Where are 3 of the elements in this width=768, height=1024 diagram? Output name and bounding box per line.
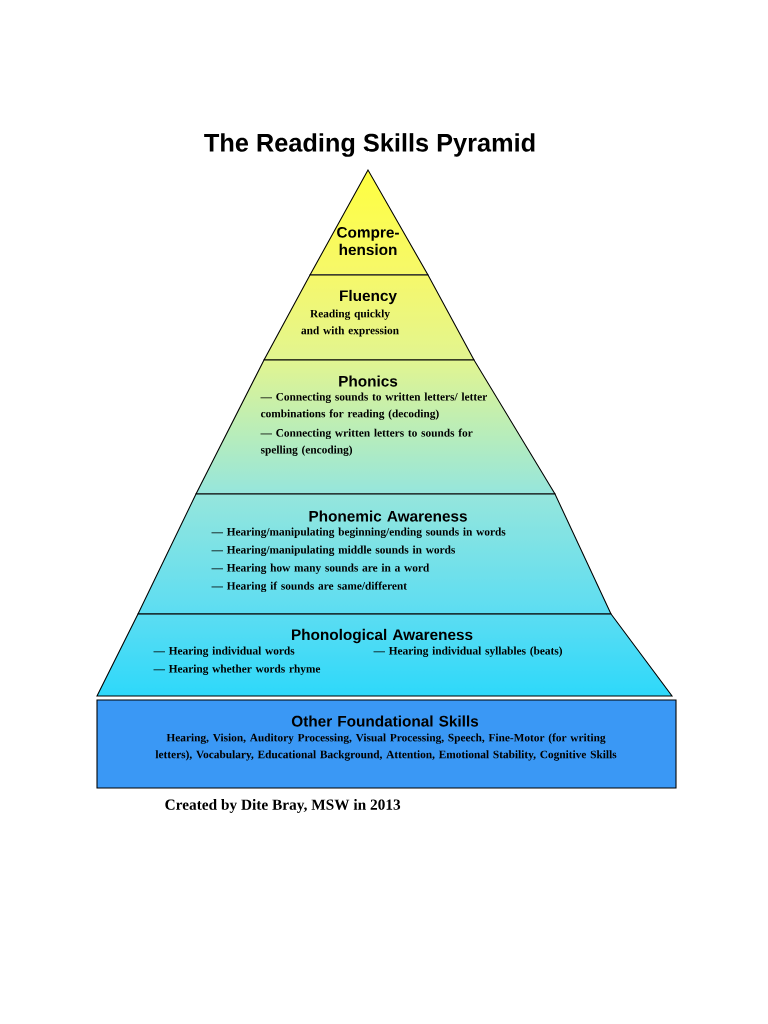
title: The Reading Skills Pyramid bbox=[204, 133, 535, 157]
pyramid-layer: Other Foundational Skills Hearing, Vision, Auditory Processing, Visual Processing, Speech, Fine-Motor (for writing letters), Vocabulary, Educational Background, Attention, Emotional Stability, Cognitive Skills bbox=[96, 699, 677, 789]
pyramid-layer: Phonological Awareness — Hearing individual words — Hearing individual syllables (beats) — Hearing whether words rhyme bbox=[96, 613, 674, 697]
